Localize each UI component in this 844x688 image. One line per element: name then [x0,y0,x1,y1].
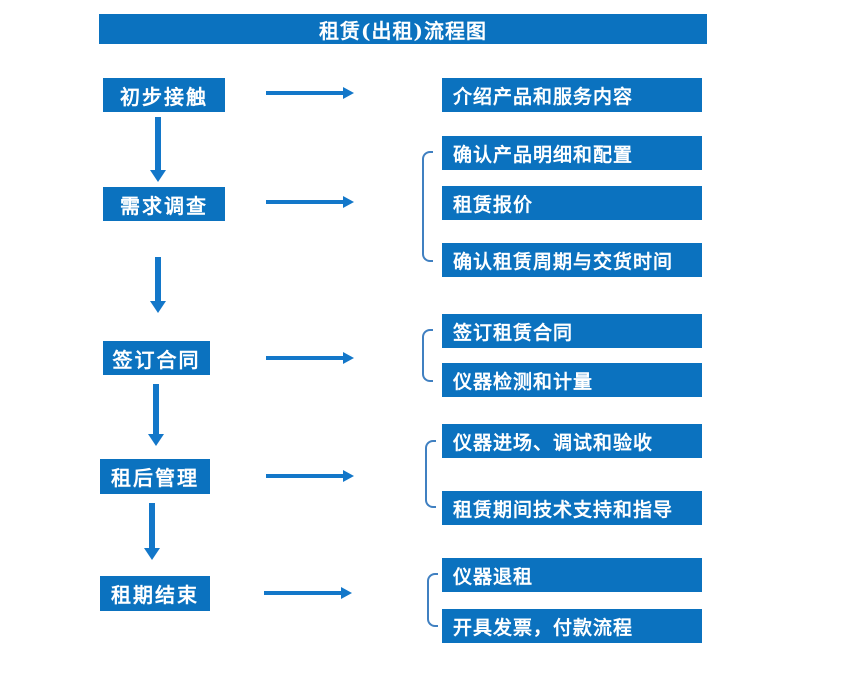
arrow-right-icon [266,200,343,204]
step-box-post-rental-management: 租后管理 [100,459,210,494]
arrow-down-icon [155,257,161,301]
arrow-down-icon [149,503,155,548]
detail-box-tech-support: 租赁期间技术支持和指导 [442,491,702,525]
detail-box-instrument-return: 仪器退租 [442,558,702,592]
group-bracket [427,573,438,627]
step-box-rental-end: 租期结束 [100,576,210,611]
arrow-right-icon [266,356,343,360]
detail-box-confirm-product-config: 确认产品明细和配置 [442,136,702,170]
flowchart-title: 租赁(出租)流程图 [99,14,707,44]
step-box-demand-survey: 需求调查 [103,187,225,221]
detail-box-instrument-testing: 仪器检测和计量 [442,363,702,397]
group-bracket [425,440,436,508]
detail-box-invoice-payment: 开具发票，付款流程 [442,609,702,643]
detail-box-rental-quote: 租赁报价 [442,186,702,220]
arrow-right-icon [266,474,343,478]
group-bracket [422,329,433,382]
arrow-right-icon [264,591,341,595]
detail-box-instrument-setup: 仪器进场、调试和验收 [442,424,702,458]
arrow-down-icon [155,117,161,170]
arrow-right-icon [266,91,343,95]
step-box-initial-contact: 初步接触 [103,78,225,112]
detail-box-sign-rental-contract: 签订租赁合同 [442,314,702,348]
arrow-down-icon [153,384,159,434]
group-bracket [422,151,433,262]
detail-box-introduce-products: 介绍产品和服务内容 [442,78,702,112]
detail-box-confirm-period-delivery: 确认租赁周期与交货时间 [442,243,702,277]
step-box-sign-contract: 签订合同 [103,341,210,375]
